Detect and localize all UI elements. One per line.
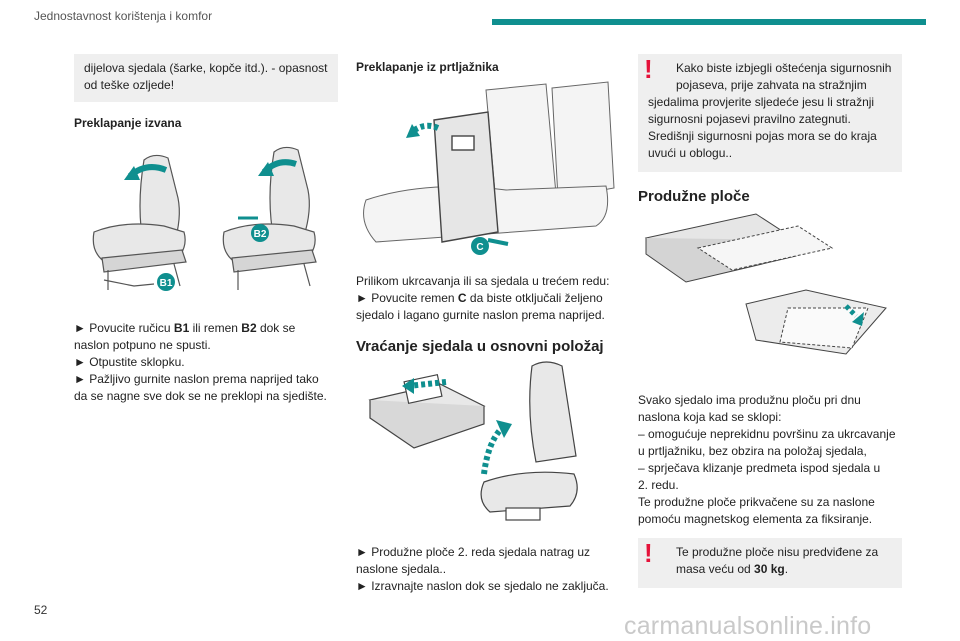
warning-line: uvući u oblogu.. <box>648 146 733 160</box>
callout-c: C <box>471 237 489 255</box>
upright-seat-drawing <box>480 361 578 521</box>
body-line: Svako sjedalo ima produžnu ploču pri dnu <box>638 393 861 407</box>
warning-exclamation-icon: ! <box>644 54 653 84</box>
teal-arrow-icon <box>410 122 440 135</box>
weight-limit-value: 30 kg <box>754 562 785 576</box>
warning-exclamation-icon: ! <box>644 538 653 568</box>
column-right: ! Kako biste izbjegli oštećenja sigurnos… <box>638 54 902 205</box>
teal-arrow-icon <box>496 420 512 438</box>
step-text: ili remen <box>189 321 242 335</box>
body-line: naslona koja kad se sklopi: <box>638 410 782 424</box>
warning-line: sigurnosni pojasevi pravilno zategnuti. <box>648 112 851 126</box>
step-line: ► Povucite remen C da biste otključali ž… <box>356 290 618 307</box>
step-line: ► Otpustite sklopku. <box>74 355 185 369</box>
step-line: naslon potpuno ne spusti. <box>74 338 211 352</box>
step-line: ► Povucite ručicu B1 ili remen B2 dok se <box>74 320 338 337</box>
teal-arrow-icon <box>487 238 509 246</box>
teal-arrow-icon <box>258 162 274 176</box>
section-heading-restore: Vraćanje sjedala u osnovni položaj <box>356 338 604 355</box>
running-header: Jednostavnost korištenja i komfor <box>34 9 213 23</box>
svg-text:C: C <box>476 242 483 253</box>
warning-text: . <box>784 562 789 576</box>
step-ref-b1: B1 <box>173 321 190 335</box>
folded-seat-drawing <box>368 373 486 449</box>
teal-arrow-icon <box>407 379 447 389</box>
page-number: 52 <box>34 603 48 617</box>
extension-plates-illustration <box>644 213 887 355</box>
section-heading-fold-trunk: Preklapanje iz prtljažnika <box>356 60 499 74</box>
fold-trunk-steps: Prilikom ukrcavanja ili sa sjedala u tre… <box>356 273 618 355</box>
body-line: – sprječava klizanje predmeta ispod sjed… <box>638 461 881 475</box>
warning-line: Te produžne ploče nisu predviđene za <box>676 545 879 559</box>
svg-text:B1: B1 <box>160 278 173 289</box>
watermark: carmanualsonline.info <box>624 612 872 640</box>
step-line: ► Izravnajte naslon dok se sjedalo ne za… <box>356 579 609 593</box>
step-ref-c: C <box>457 291 467 305</box>
warning-line: Središnji sigurnosni pojas mora se do kr… <box>648 129 877 143</box>
restore-steps: ► Produžne ploče 2. reda sjedala natrag … <box>356 544 618 595</box>
body-line: 2. redu. <box>638 478 679 492</box>
seat-right-drawing <box>222 146 317 290</box>
step-line: ► Produžne ploče 2. reda sjedala natrag … <box>356 545 591 559</box>
teal-arrow-icon <box>844 304 858 318</box>
body-line: u prtljažniku, bez obzira na položaj sje… <box>638 444 867 458</box>
step-line: naslone sjedala.. <box>356 562 447 576</box>
teal-arrow-icon <box>852 312 864 326</box>
callout-b2: B2 <box>251 224 269 242</box>
extension-plates-body: Svako sjedalo ima produžnu ploču pri dnu… <box>638 392 902 588</box>
seatbelt-warning-box: ! Kako biste izbjegli oštećenja sigurnos… <box>638 54 902 172</box>
teal-arrow-icon <box>402 378 414 394</box>
seat-fold-trunk-illustration: C <box>363 81 615 255</box>
step-text: da biste otključali željeno <box>466 291 603 305</box>
teal-arrow-icon <box>481 425 505 475</box>
warning-line: pojaseva, prije zahvata na stražnjim <box>676 78 867 92</box>
column-left: dijelova sjedala (šarke, kopče itd.). - … <box>74 54 338 130</box>
step-ref-b2: B2 <box>241 321 257 335</box>
fold-outside-steps: ► Povucite ručicu B1 ili remen B2 dok se… <box>74 320 338 405</box>
seat-left-drawing <box>92 154 187 290</box>
body-line: pomoću magnetskog elementa za fiksiranje… <box>638 512 873 526</box>
warning-line: Kako biste izbjegli oštećenja sigurnosni… <box>676 61 892 75</box>
seat-restore-illustration <box>368 361 578 521</box>
step-text: dok se <box>256 321 296 335</box>
body-line: Te produžne ploče prikvačene su za naslo… <box>638 495 875 509</box>
svg-text:B2: B2 <box>254 229 267 240</box>
note-line: dijelova sjedala (šarke, kopče itd.). - … <box>84 61 328 75</box>
callout-b1: B1 <box>157 273 175 291</box>
step-line: sjedalo i lagano gurnite naslon prema na… <box>356 308 605 322</box>
column-middle: Preklapanje iz prtljažnika <box>356 60 618 74</box>
three-folded-seats-drawing <box>644 213 834 283</box>
step-line: ► Pažljivo gurnite naslon prema naprijed… <box>74 372 319 386</box>
teal-arrow-icon <box>124 166 140 180</box>
step-text: ► Povucite ručicu <box>74 321 174 335</box>
folding-seatback <box>433 111 499 243</box>
warning-continuation-box: dijelova sjedala (šarke, kopče itd.). - … <box>74 54 338 102</box>
body-line: – omogućuje neprekidnu površinu za ukrca… <box>638 427 896 441</box>
warning-text: masa veću od <box>676 562 755 576</box>
warning-line: sjedalima provjerite sljedeće jesu li st… <box>648 95 875 109</box>
weight-limit-warning-box: ! Te produžne ploče nisu predviđene za m… <box>638 538 902 588</box>
note-line: od teške ozljede! <box>84 78 175 92</box>
intro-line: Prilikom ukrcavanja ili sa sjedala u tre… <box>356 274 610 288</box>
teal-arrow-icon <box>406 124 420 138</box>
step-text: ► Povucite remen <box>356 291 458 305</box>
header-accent-bar <box>492 19 926 25</box>
section-heading-extension-plates: Produžne ploče <box>638 188 750 205</box>
warning-line: masa veću od 30 kg. <box>648 561 892 578</box>
step-line: da se nagne sve dok se ne preklopi na sj… <box>74 389 327 403</box>
section-heading-fold-outside: Preklapanje izvana <box>74 116 182 130</box>
seat-fold-outside-illustration: B1 B2 <box>92 146 317 291</box>
single-seat-plate-drawing <box>745 289 887 355</box>
